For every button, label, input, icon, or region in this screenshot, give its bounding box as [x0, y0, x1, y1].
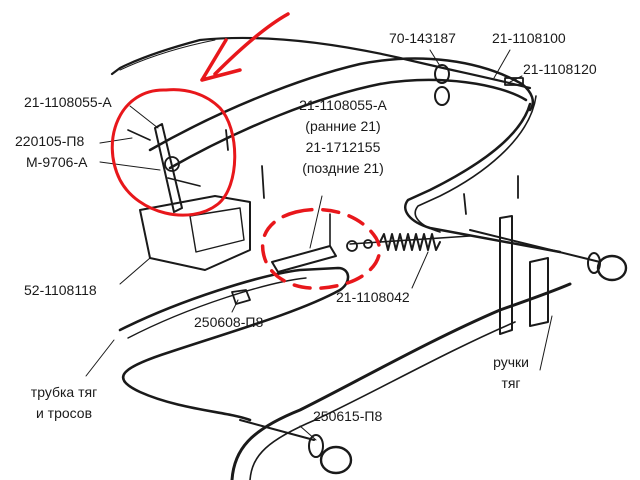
- nut-250608-p8: [231, 289, 251, 305]
- bracket-plate: [529, 257, 549, 327]
- screw: [463, 193, 467, 215]
- label-rannie-21: (ранние 21): [305, 118, 381, 134]
- leader-250608-p8: [231, 299, 239, 313]
- rod-to-lower-knob: [239, 419, 315, 441]
- bracket: [499, 215, 513, 335]
- upper-cable-inner: [119, 39, 216, 71]
- screw: [261, 165, 265, 199]
- red-arrow-head: [200, 38, 242, 82]
- pipe-right-down-inner: [414, 95, 537, 233]
- red-arrow: [213, 12, 290, 76]
- leader-52-1108118: [119, 257, 151, 285]
- lower-knob-collar: [308, 434, 324, 458]
- leader-21-1108100: [493, 49, 511, 79]
- spring-rod: [349, 235, 471, 245]
- trubka-tyag-pipe: [118, 266, 350, 422]
- trubka-tyag-pipe-outer: [127, 277, 307, 339]
- upper-cable: [110, 36, 532, 90]
- label-ruchki-line1: ручки: [493, 354, 529, 370]
- bolt-220105-p8: [127, 129, 151, 141]
- leader-21-1108120: [509, 75, 523, 83]
- label-52-1108118: 52-1108118: [24, 282, 97, 298]
- screw: [225, 129, 229, 151]
- clip-70-143187-b: [434, 86, 450, 106]
- label-trubka-line2: и тросов: [35, 405, 93, 421]
- label-m-9706-a: М-9706-А: [26, 154, 88, 170]
- cross-bar-inner: [249, 321, 516, 480]
- cross-bar: [230, 282, 572, 480]
- mount-bracket-52-1108118: [139, 195, 251, 271]
- leader-70-143187: [429, 49, 441, 67]
- leader-250615-p8: [299, 425, 317, 441]
- leader-21-1108042: [411, 251, 429, 289]
- lever-pivot: [164, 156, 180, 172]
- label-21-1108042: 21-1108042: [336, 289, 410, 305]
- lower-knob: [319, 445, 353, 475]
- label-pozdnie-21: (поздние 21): [302, 160, 384, 176]
- lever-link: [167, 177, 201, 187]
- leader-ruchki: [539, 315, 553, 371]
- pipe-upper: [148, 57, 534, 152]
- label-trubka-line1: трубка тяг: [30, 384, 98, 400]
- label-21-1108120: 21-1108120: [523, 61, 597, 77]
- pipe-right-down: [404, 102, 562, 254]
- washer: [363, 239, 373, 249]
- lever-21-1108055-a: [154, 123, 183, 213]
- label-250608-p8: 250608-П8: [194, 314, 264, 330]
- upper-knob: [596, 254, 628, 282]
- label-21-1712155: 21-1712155: [305, 139, 381, 155]
- washer: [346, 240, 358, 252]
- pipe-upper-lower: [168, 78, 528, 170]
- label-220105-p8: 220105-П8: [15, 133, 85, 149]
- leader-220105-p8: [99, 137, 133, 144]
- leader-trubka: [85, 339, 115, 377]
- leader-21-1108055-a-right: [309, 195, 323, 249]
- label-ruchki-line2: тяг: [501, 375, 521, 391]
- red-dashed-circle-annotation: [260, 207, 382, 291]
- mount-bracket-inner: [189, 207, 245, 253]
- clip-70-143187-a: [434, 64, 450, 84]
- leader-21-1108055-a-left: [129, 105, 159, 129]
- switch-21-1712155: [271, 245, 337, 273]
- label-21-1108055-a-right: 21-1108055-А: [299, 97, 387, 113]
- label-21-1108100: 21-1108100: [492, 30, 566, 46]
- label-250615-p8: 250615-П8: [313, 408, 383, 424]
- leader-m-9706-a: [99, 161, 161, 171]
- rod-to-upper-knob: [469, 229, 601, 263]
- label-70-143187: 70-143187: [389, 30, 456, 46]
- upper-knob-collar: [587, 252, 601, 274]
- cable-end-21-1108120: [504, 77, 524, 86]
- red-circle-annotation: [110, 88, 237, 217]
- label-21-1108055-a-left: 21-1108055-А: [24, 94, 112, 110]
